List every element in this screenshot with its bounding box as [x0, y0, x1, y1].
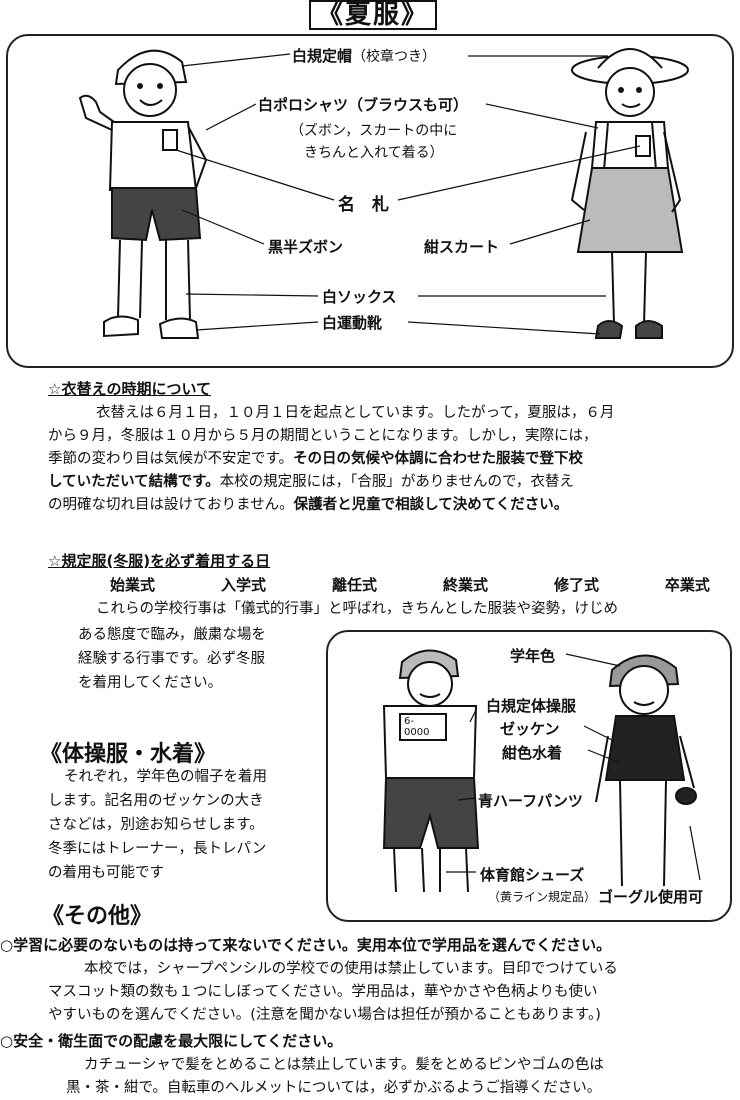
uniform-days-line-1: これらの学校行事は「儀式的行事」と呼ばれ，きちんとした服装や姿勢，けじめ	[96, 601, 618, 617]
zekken-label: ゼッケン	[500, 720, 560, 738]
other-title: 《その他》	[42, 903, 153, 929]
season-line-2: から９月，冬服は１０月から５月の期間ということになります。しかし，実際には，	[48, 428, 598, 444]
event-item: 卒業式	[664, 576, 710, 594]
season-line-5: の明確な切れ目は設けておりません。保護者と児童で相談して決めてください。	[48, 497, 569, 513]
summer-title: 《夏服》	[268, 0, 478, 30]
polo-note-1: （ズボン，スカートの中に	[290, 123, 458, 139]
uniform-days-line-4: を着用してください。	[78, 675, 223, 691]
ceremony-list: 始業式 入学式 離任式 終業式 修了式 卒業式	[110, 574, 710, 595]
polo-label: 白ポロシャツ（ブラウスも可）	[258, 96, 469, 114]
skirt-label: 紺スカート	[424, 238, 500, 256]
shorts-label: 黒半ズボン	[268, 238, 344, 256]
summer-uniform-panel	[6, 34, 734, 368]
hat-label: 白規定帽（校章つき）	[292, 47, 437, 65]
goggles-label: ゴーグル使用可	[598, 888, 704, 906]
uniform-days-line-2: ある態度で臨み，厳粛な場を	[78, 627, 266, 643]
gym-shoes-note: （黄ライン規定品）	[488, 890, 597, 904]
polo-note-2: きちんと入れて着る）	[304, 145, 444, 161]
other-item2-heading: ○安全・衛生面での配慮を最大限にしてください。	[0, 1032, 343, 1050]
other-item1-line-1: 本校では，シャープペンシルの学校での使用は禁止しています。目印でつけている	[84, 961, 618, 977]
other-item1-heading: ○学習に必要のないものは持って来ないでください。実用本位で学用品を選んでください…	[0, 936, 612, 954]
swimsuit-label: 紺色水着	[502, 744, 563, 762]
pe-uniform-panel	[326, 630, 732, 922]
event-item: 修了式	[553, 576, 599, 594]
uniform-days-heading: ☆規定服(冬服)を必ず着用する日	[48, 552, 271, 570]
season-line-4: していただいて結構です。本校の規定服には，「合服」がありませんので，衣替え	[48, 474, 574, 490]
event-item: 離任式	[331, 576, 377, 594]
season-heading: ☆衣替えの時期について	[48, 380, 211, 398]
gym-shirt-label: 白規定体操服	[486, 697, 577, 715]
other-item2-line-1: カチューシャで髪をとめることは禁止しています。髪をとめるピンやゴムの色は	[84, 1057, 604, 1073]
pe-line-2: します。記名用のゼッケンの大き	[48, 793, 264, 809]
pe-line-3: さなどは，別途お知らせします。	[48, 817, 264, 833]
shoes-label: 白運動靴	[322, 314, 383, 332]
grade-color-label: 学年色	[510, 647, 556, 665]
event-item: 入学式	[220, 576, 266, 594]
nametag-label: 名 札	[338, 195, 389, 215]
uniform-days-line-3: 経験する行事です。必ず冬服	[78, 651, 266, 667]
pe-line-5: の着用も可能です	[48, 865, 164, 881]
bib-number: 6- 0000	[404, 716, 430, 738]
season-line-3: 季節の変わり目は気候が不安定です。その日の気候や体調に合わせた服装で登下校	[48, 451, 584, 467]
other-item2-line-2: 黒・茶・紺で。自転車のヘルメットについては，必ずかぶるようご指導ください。	[66, 1080, 602, 1096]
season-line-1: 衣替えは６月１日，１０月１日を起点としています。したがって，夏服は，６月	[96, 405, 615, 421]
socks-label: 白ソックス	[322, 288, 397, 306]
pants-label: 青ハーフパンツ	[478, 792, 583, 810]
pe-title: 《体操服・水着》	[40, 741, 217, 767]
gym-shoes-label: 体育館シューズ	[480, 866, 585, 884]
other-item1-line-3: やすいものを選んでください。(注意を聞かない場合は担任が預かることもあります。)	[48, 1007, 601, 1023]
other-item1-line-2: マスコット類の数も１つにしぼってください。学用品は，華やかさや色柄よりも使い	[48, 984, 598, 1000]
event-item: 終業式	[442, 576, 488, 594]
pe-line-1: それぞれ，学年色の帽子を着用	[64, 769, 267, 785]
pe-line-4: 冬季にはトレーナー，長トレパン	[48, 841, 267, 857]
event-item: 始業式	[110, 576, 156, 594]
